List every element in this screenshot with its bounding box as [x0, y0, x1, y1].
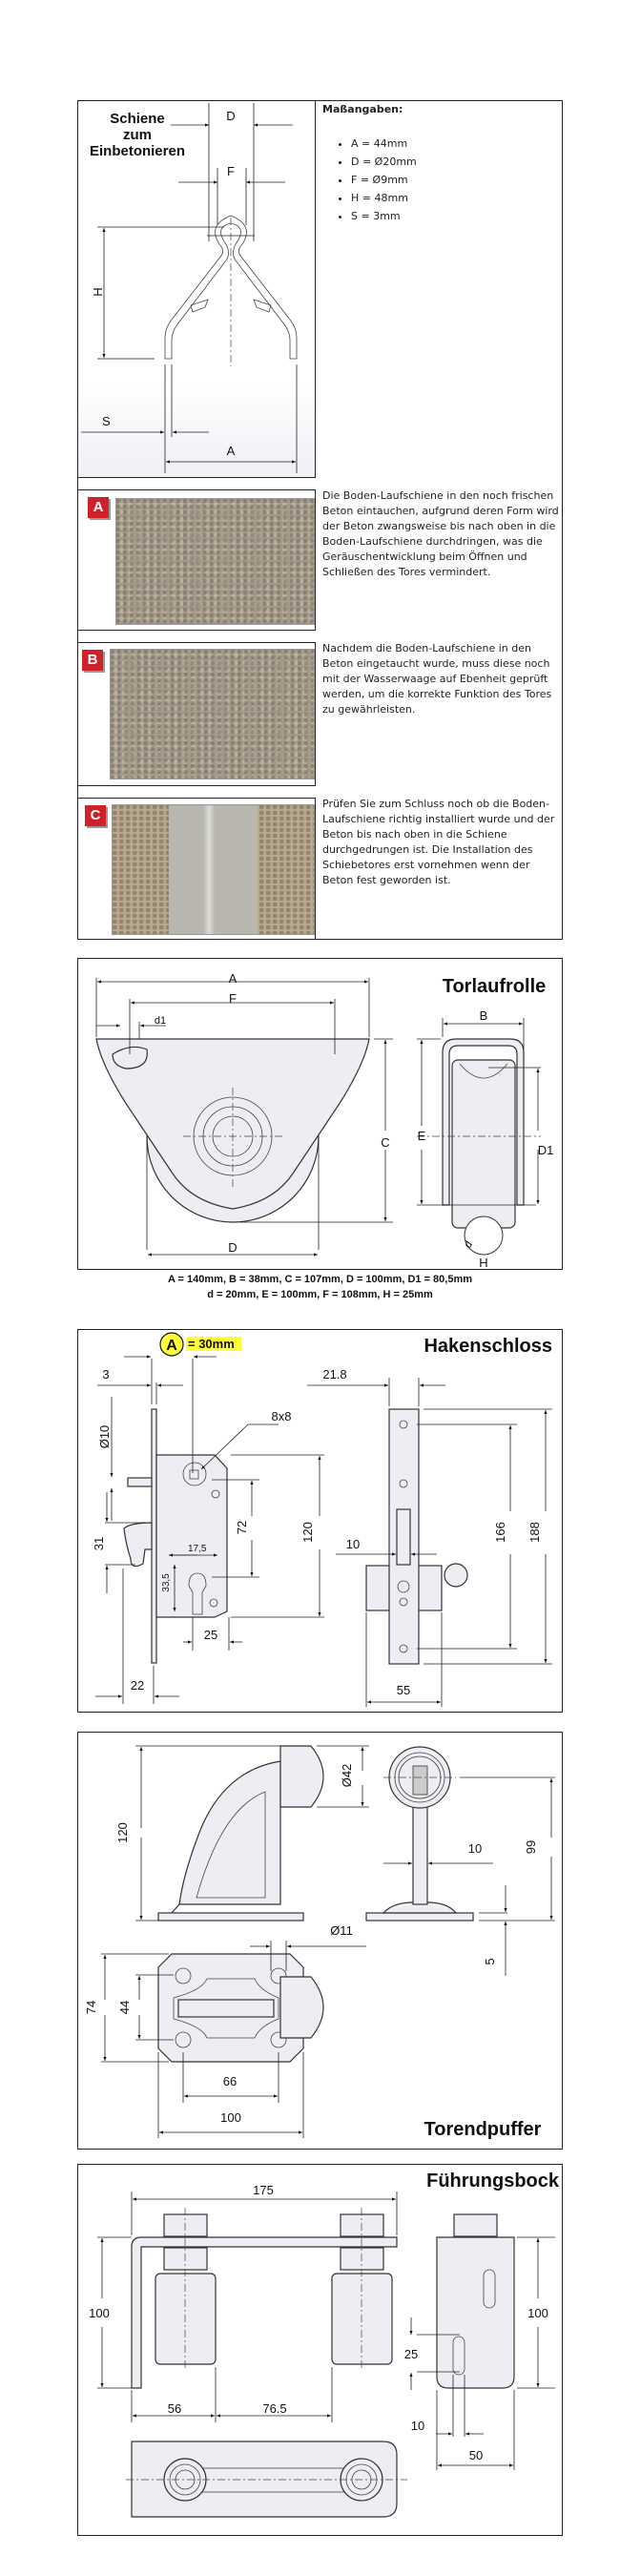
dim-label-d1-diameter: D1 — [538, 1143, 554, 1157]
caption-line-2: d = 20mm, E = 100mm, F = 108mm, H = 25mm — [207, 1289, 433, 1300]
dim-99: 99 — [524, 1840, 538, 1854]
dim-10-diameter: Ø10 — [97, 1425, 112, 1449]
step-b-badge: B — [82, 650, 103, 671]
dim-label-f: F — [229, 991, 237, 1006]
dim-72: 72 — [235, 1521, 249, 1534]
dim-21-8: 21.8 — [322, 1367, 346, 1381]
dim-label-h: H — [91, 287, 105, 296]
dim-120: 120 — [115, 1822, 130, 1843]
specs-panel: Maßangaben: A = 44mm D = Ø20mm F = Ø9mm … — [322, 103, 417, 225]
torlaufrolle-section: Torlaufrolle A F d1 C D B E D1 — [77, 958, 563, 1270]
dim-100: 100 — [220, 2110, 241, 2125]
dim-55: 55 — [397, 1683, 410, 1697]
dim-label-e: E — [418, 1129, 426, 1143]
dim-44: 44 — [117, 2001, 132, 2014]
torendpuffer-title: Torendpuffer — [424, 2119, 542, 2140]
torendpuffer-drawing: Torendpuffer 120 Ø42 10 99 5 Ø11 — [84, 1745, 555, 2140]
dim-10: 10 — [411, 2419, 424, 2433]
dim-56: 56 — [168, 2401, 181, 2416]
fuehrungsbock-drawing: Führungsbock 175 100 56 76.5 100 25 — [89, 2171, 560, 2518]
step-a-badge: A — [88, 497, 109, 518]
dim-label-d: D — [228, 1240, 237, 1255]
hakenschloss-drawing: Hakenschloss A = 30mm 3 8x8 Ø10 31 72 12… — [92, 1332, 552, 1707]
spec-item: H = 48mm — [351, 189, 417, 207]
roller-left — [155, 2213, 217, 2365]
dim-10: 10 — [468, 1841, 482, 1856]
dim-66: 66 — [223, 2074, 237, 2088]
specs-heading: Maßangaben: — [322, 103, 403, 115]
dim-10: 10 — [346, 1537, 360, 1551]
a-badge-circle — [159, 1332, 184, 1357]
fuehrungsbock-section: Führungsbock 175 100 56 76.5 100 25 — [77, 2164, 563, 2536]
dim-120: 120 — [300, 1522, 315, 1543]
dim-100-right: 100 — [527, 2306, 548, 2320]
dim-8x8: 8x8 — [272, 1409, 292, 1423]
rail-diagram-panel: Schiene zum Einbetonieren D F H S A — [77, 100, 316, 478]
dim-label-b: B — [480, 1008, 488, 1023]
rail-profile-drawing: Schiene zum Einbetonieren D F H S A — [81, 103, 298, 473]
roller-right — [331, 2213, 393, 2365]
spec-item: D = Ø20mm — [351, 153, 417, 171]
spec-item: F = Ø9mm — [351, 171, 417, 189]
dim-label-s: S — [102, 414, 111, 428]
dim-25: 25 — [404, 2347, 418, 2361]
dim-label-h: H — [479, 1256, 487, 1270]
dim-175: 175 — [253, 2183, 274, 2197]
hakenschloss-section: Hakenschloss A = 30mm 3 8x8 Ø10 31 72 12… — [77, 1329, 563, 1713]
torlaufrolle-drawing: Torlaufrolle A F d1 C D B E D1 — [95, 971, 554, 1270]
step-a-photo — [115, 498, 315, 625]
dim-25: 25 — [204, 1628, 217, 1642]
step-c-text: Prüfen Sie zum Schluss noch ob die Boden… — [322, 798, 555, 886]
diagram-title-line2: zum — [123, 127, 152, 143]
step-a-text: Die Boden-Laufschiene in den noch frisch… — [322, 489, 559, 578]
dim-76-5: 76.5 — [262, 2401, 286, 2416]
dim-31: 31 — [92, 1537, 106, 1550]
dim-label-a: A — [229, 971, 238, 986]
step-c-badge: C — [85, 805, 106, 826]
step-b-text: Nachdem die Boden-Laufschiene in den Bet… — [322, 642, 552, 716]
spec-item: S = 3mm — [351, 207, 417, 225]
dim-74: 74 — [84, 2001, 98, 2014]
torendpuffer-section: Torendpuffer 120 Ø42 10 99 5 Ø11 — [77, 1732, 563, 2150]
specs-list: A = 44mm D = Ø20mm F = Ø9mm H = 48mm S =… — [322, 135, 417, 225]
caption-line-1: A = 140mm, B = 38mm, C = 107mm, D = 100m… — [167, 1274, 473, 1285]
dim-3: 3 — [102, 1367, 109, 1381]
torlaufrolle-title: Torlaufrolle — [443, 976, 547, 997]
dim-188: 188 — [527, 1522, 542, 1543]
dim-label-small-d: d — [463, 1239, 475, 1251]
diagram-title-line3: Einbetonieren — [90, 143, 185, 159]
dim-166: 166 — [493, 1522, 507, 1543]
dim-42-diameter: Ø42 — [340, 1764, 354, 1788]
step-b-photo — [110, 649, 315, 779]
dim-label-c: C — [381, 1135, 389, 1150]
fuehrungsbock-title: Führungsbock — [426, 2171, 560, 2192]
step-c-photo — [112, 804, 315, 935]
dim-33-5: 33,5 — [161, 1573, 172, 1592]
dim-17-5: 17,5 — [188, 1544, 207, 1554]
dim-label-a: A — [227, 444, 236, 458]
dim-22: 22 — [131, 1678, 144, 1693]
a-badge-value: = 30mm — [188, 1337, 235, 1351]
diagram-title-line1: Schiene — [110, 111, 165, 127]
torlaufrolle-caption: A = 140mm, B = 38mm, C = 107mm, D = 100m… — [77, 1272, 563, 1302]
spec-item: A = 44mm — [351, 135, 417, 153]
dim-label-d: D — [226, 109, 235, 123]
dim-11-diameter: Ø11 — [330, 1923, 353, 1938]
dim-100-left: 100 — [89, 2306, 110, 2320]
dim-label-f: F — [227, 164, 235, 178]
dim-label-d1: d1 — [155, 1015, 166, 1027]
hakenschloss-title: Hakenschloss — [424, 1336, 552, 1357]
a-badge-letter: A — [166, 1338, 177, 1354]
dim-5: 5 — [483, 1958, 497, 1964]
dim-50: 50 — [469, 2448, 483, 2462]
